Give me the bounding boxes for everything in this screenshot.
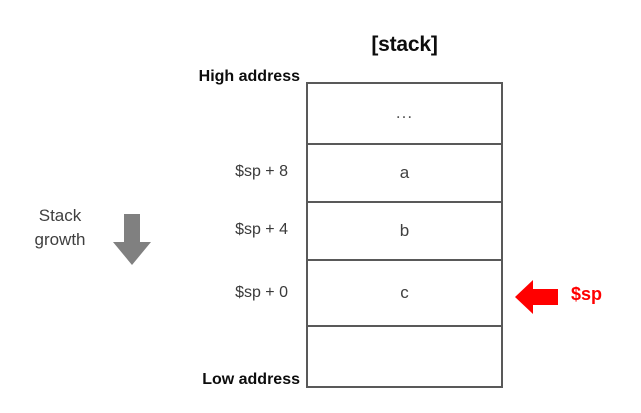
stack-pointer-label: $sp bbox=[571, 284, 603, 304]
low-address-label: Low address bbox=[202, 371, 300, 388]
stack-growth-label: Stack growth bbox=[14, 204, 106, 252]
offset-label-sp-plus-0: $sp + 0 bbox=[235, 284, 288, 301]
offset-label-sp-plus-4: $sp + 4 bbox=[235, 221, 288, 238]
arrow-left-icon bbox=[515, 280, 558, 314]
stack-cell-c: c bbox=[308, 261, 501, 327]
stack-cell-c-text: c bbox=[400, 283, 409, 302]
arrow-down-icon bbox=[113, 214, 151, 265]
stack-cell-ellipsis-text: ... bbox=[395, 103, 414, 123]
stack-cell-a-text: a bbox=[399, 163, 410, 182]
offset-label-sp-plus-8: $sp + 8 bbox=[235, 163, 288, 180]
stack-growth-line1: Stack bbox=[38, 206, 82, 225]
stack-box: ... a b c bbox=[306, 82, 503, 388]
stack-cell-b: b bbox=[308, 203, 501, 261]
stack-title: [stack] bbox=[371, 33, 438, 56]
stack-cell-a: a bbox=[308, 145, 501, 203]
stack-growth-line2: growth bbox=[34, 230, 86, 250]
stack-cell-empty bbox=[308, 327, 501, 386]
stack-cell-ellipsis: ... bbox=[308, 84, 501, 145]
stack-cell-b-text: b bbox=[399, 221, 410, 240]
high-address-label: High address bbox=[198, 68, 300, 85]
